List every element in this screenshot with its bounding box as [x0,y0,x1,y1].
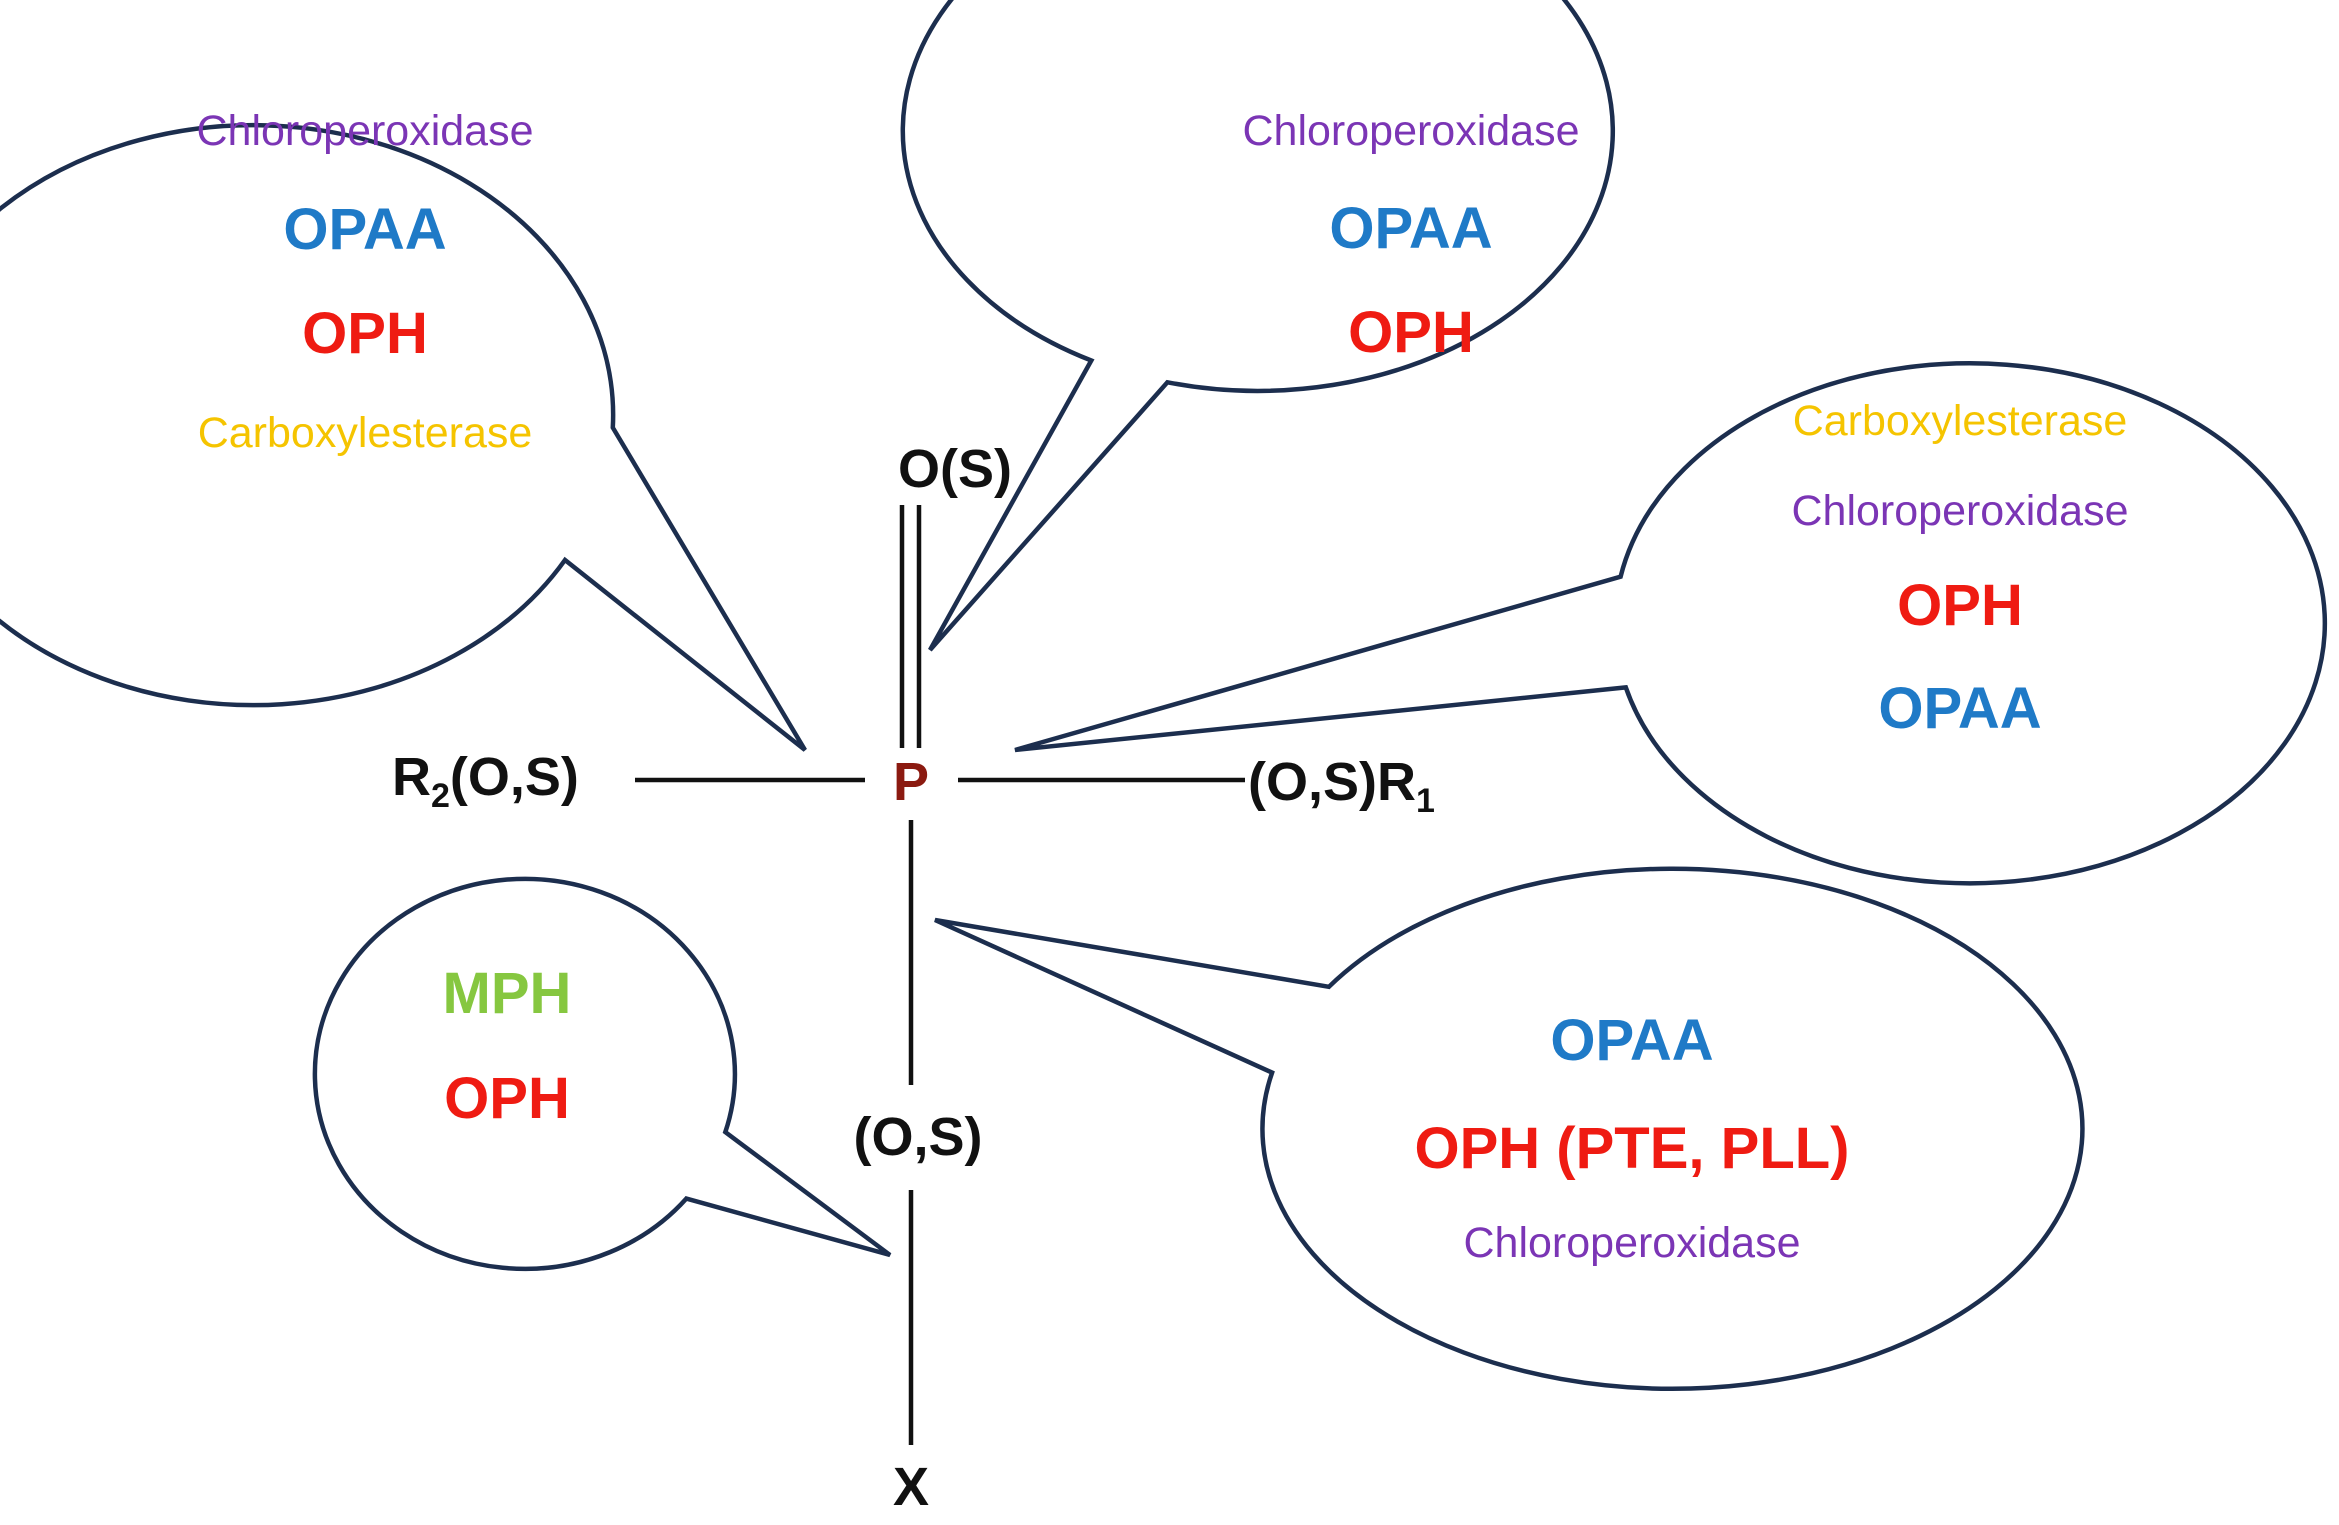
enzyme-label: MPH [443,961,572,1026]
bottom-right-enzyme-list: OPAA OPH (PTE, PLL) Chloroperoxidase [1415,1008,1850,1267]
enzyme-label: Chloroperoxidase [196,107,533,155]
enzyme-label: OPH [302,301,428,366]
enzyme-label: Chloroperoxidase [1791,487,2128,535]
top-center-enzyme-list: Chloroperoxidase OPAA OPH [1242,107,1579,365]
enzyme-label: OPAA [1329,196,1492,261]
right-enzyme-list: Carboxylesterase Chloroperoxidase OPH OP… [1791,397,2128,741]
enzyme-label: Chloroperoxidase [1463,1219,1800,1267]
bubble-top-center [900,0,1616,652]
left-group-subscript: 2 [431,777,450,815]
left-group-suffix: (O,S) [450,747,579,807]
left-group-label: R2(O,S) [392,747,579,815]
right-group-prefix: (O,S)R [1248,752,1416,812]
enzyme-label: OPH [1897,573,2023,638]
right-group-subscript: 1 [1416,782,1435,820]
enzyme-label: Chloroperoxidase [1242,107,1579,155]
enzyme-label: OPAA [1550,1008,1713,1073]
right-group-label: (O,S)R1 [1248,752,1435,820]
bottom-linker-label: (O,S) [854,1107,983,1167]
enzyme-label: OPH [1348,300,1474,365]
bubble-right [1014,361,2328,886]
central-phosphorus-atom: P [893,752,929,812]
enzyme-label: OPH (PTE, PLL) [1415,1116,1850,1181]
enzyme-label: OPAA [283,197,446,262]
enzyme-label: OPH [444,1066,570,1131]
enzyme-label: Carboxylesterase [198,409,533,457]
enzyme-label: OPAA [1878,676,2041,741]
bubble-bottom-right [934,866,2085,1391]
bubble-top-left [0,122,807,752]
top-left-enzyme-list: Chloroperoxidase OPAA OPH Carboxylestera… [196,107,533,457]
top-group-label: O(S) [898,439,1012,499]
enzyme-label: Carboxylesterase [1793,397,2128,445]
left-group-prefix: R [392,747,431,807]
bottom-group-label: X [893,1457,929,1517]
bubble-bottom-left [312,876,892,1272]
bottom-left-enzyme-list: MPH OPH [443,961,572,1131]
